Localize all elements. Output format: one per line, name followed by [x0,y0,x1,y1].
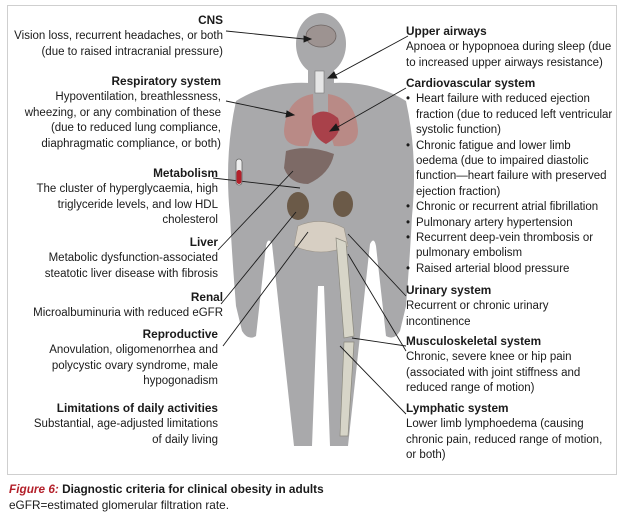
figure-caption: Figure 6: Diagnostic criteria for clinic… [9,482,324,513]
urinary-text: Recurrent or chronic urinary incontinenc… [406,300,549,328]
renal-title: Renal [190,290,223,304]
tibia [339,341,355,437]
figure-note: eGFR=estimated glomerular filtration rat… [9,497,229,512]
reproductive-title: Reproductive [142,327,218,341]
trachea [314,70,325,94]
renal-block: Renal Microalbuminuria with reduced eGFR [13,290,223,322]
daily-activities-title: Limitations of daily activities [56,401,218,415]
upper-airways-block: Upper airways Apnoea or hypopnoea during… [406,24,614,71]
reproductive-block: Reproductive Anovulation, oligomenorrhea… [23,327,218,390]
metabolism-title: Metabolism [153,166,218,180]
renal-text: Microalbuminuria with reduced eGFR [33,307,223,320]
metabolism-block: Metabolism The cluster of hyperglycaemia… [28,166,218,229]
liver-text: Metabolic dysfunction-associated steatot… [44,252,218,280]
test-tube-icon [235,158,243,186]
daily-activities-block: Limitations of daily activities Substant… [23,401,218,448]
cardiovascular-list: Heart failure with reduced ejection frac… [406,92,614,277]
left-kidney [287,192,309,220]
lymphatic-title: Lymphatic system [406,401,509,415]
right-kidney [333,191,353,217]
cardiovascular-title: Cardiovascular system [406,76,536,90]
brain [305,24,337,48]
liver [284,148,334,184]
body-illustration [212,13,414,447]
pointer-lines [212,30,409,415]
figure-label: Figure 6: [9,482,59,496]
list-item: Heart failure with reduced ejection frac… [406,92,614,138]
musculoskeletal-text: Chronic, severe knee or hip pain (associ… [406,351,581,395]
cns-title: CNS [198,13,223,27]
urinary-block: Urinary system Recurrent or chronic urin… [406,283,614,330]
list-item: Chronic or recurrent atrial fibrillation [406,200,614,216]
cns-text: Vision loss, recurrent headaches, or bot… [14,30,223,58]
respiratory-title: Respiratory system [111,74,221,88]
left-lung [284,94,314,147]
upper-airways-text: Apnoea or hypopnoea during sleep (due to… [406,41,612,69]
daily-activities-text: Substantial, age-adjusted limitations of… [33,418,218,446]
figure-panel: CNS Vision loss, recurrent headaches, or… [7,5,617,475]
metabolism-text: The cluster of hyperglycaemia, high trig… [36,183,218,227]
femur [335,237,355,339]
upper-airways-title: Upper airways [406,24,487,38]
list-item: Pulmonary artery hypertension [406,216,614,232]
lymphatic-block: Lymphatic system Lower limb lymphoedema … [406,401,614,464]
list-item: Raised arterial blood pressure [406,262,614,278]
list-item: Recurrent deep-vein thrombosis or pulmon… [406,231,614,262]
respiratory-block: Respiratory system Hypoventilation, brea… [8,74,221,152]
pelvis [293,221,349,253]
cns-block: CNS Vision loss, recurrent headaches, or… [13,13,223,60]
urinary-title: Urinary system [406,283,492,297]
reproductive-text: Anovulation, oligomenorrhea and polycyst… [49,344,218,388]
figure-title: Diagnostic criteria for clinical obesity… [62,482,324,496]
cardiovascular-block: Cardiovascular system Heart failure with… [406,76,614,278]
liver-title: Liver [189,235,218,249]
musculoskeletal-title: Musculoskeletal system [406,334,542,348]
list-item: Chronic fatigue and lower limb oedema (d… [406,139,614,201]
liver-block: Liver Metabolic dysfunction-associated s… [13,235,218,282]
lymphatic-text: Lower limb lymphoedema (causing chronic … [406,418,603,462]
respiratory-text: Hypoventilation, breathlessness, wheezin… [24,91,221,150]
musculoskeletal-block: Musculoskeletal system Chronic, severe k… [406,334,614,397]
heart [311,111,340,144]
